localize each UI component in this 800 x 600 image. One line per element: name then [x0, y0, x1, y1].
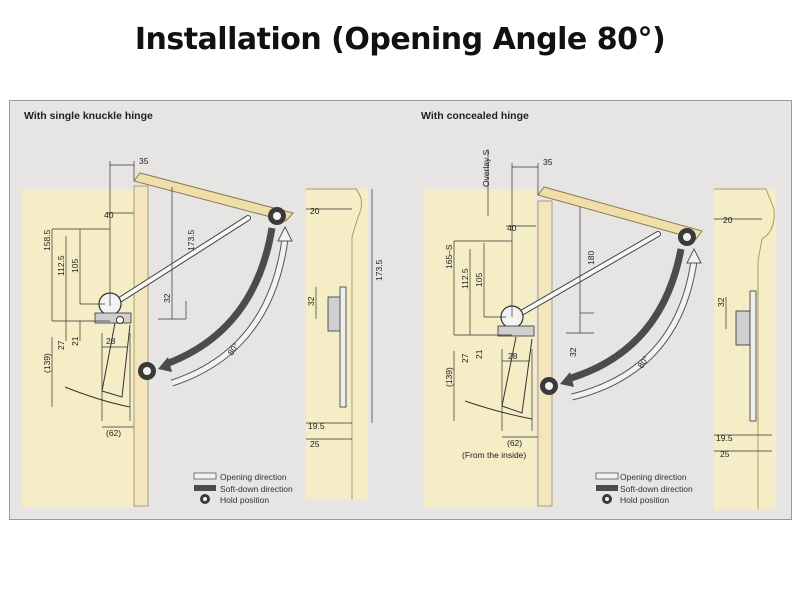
- dim-173-5: 173.5: [186, 229, 196, 251]
- left-section-heading: With single knuckle hinge: [24, 110, 153, 122]
- cabinet-side-panel-right: [424, 189, 536, 507]
- dim-32-right: 32: [568, 347, 578, 357]
- right-side-view: 20 32 19.5 25: [714, 188, 776, 509]
- open-door-right: [537, 186, 703, 240]
- opening-direction-arrow: [171, 238, 288, 386]
- legend-opening-swatch: [193, 472, 217, 480]
- right-main-view: Overlay S 35 40 165–S 112.5 105 27 21 (1…: [424, 149, 703, 507]
- dim-112-5: 112.5: [56, 255, 66, 276]
- side-dim-19-5-right: 19.5: [716, 433, 733, 443]
- side-dim-20-right: 20: [723, 215, 733, 225]
- side-cabinet: [306, 189, 368, 499]
- legend-softdown-swatch: [194, 485, 216, 491]
- opening-direction-arrow-right: [571, 260, 697, 400]
- lift-arm-right: [514, 232, 660, 318]
- dim-165-s: 165–S: [444, 244, 454, 269]
- dim-62-right: (62): [507, 438, 522, 448]
- dim-62: (62): [106, 428, 121, 438]
- from-inside-note: (From the inside): [462, 450, 526, 460]
- side-dim-20: 20: [310, 206, 320, 216]
- dim-21-right: 21: [474, 349, 484, 359]
- installation-drawing: 35 40 158.5 112.5 105 27 21 (139) 28 (62…: [22, 149, 776, 509]
- legend-opening-swatch-right: [595, 472, 619, 480]
- side-dim-32-right: 32: [716, 297, 726, 307]
- dim-32: 32: [162, 293, 172, 303]
- dim-27-right: 27: [460, 353, 470, 363]
- right-section-heading: With concealed hinge: [421, 110, 529, 122]
- dim-27: 27: [56, 340, 66, 350]
- dim-139: (139): [42, 353, 52, 373]
- closed-door: [133, 185, 149, 507]
- dim-180: 180: [586, 251, 596, 265]
- legend: Opening direction Soft-down direction Ho…: [193, 472, 293, 505]
- dim-35-right: 35: [543, 157, 553, 167]
- dim-112-5-right: 112.5: [460, 268, 470, 289]
- legend-right: Opening direction Soft-down direction Ho…: [595, 472, 693, 505]
- side-dim-173-5: 173.5: [374, 259, 384, 281]
- dim-overlay-s: Overlay S: [481, 149, 491, 187]
- dim-139-right: (139): [444, 367, 454, 387]
- legend-softdown-swatch-right: [596, 485, 618, 491]
- legend-hold-label-right: Hold position: [620, 495, 669, 505]
- lift-arm: [116, 216, 250, 303]
- side-dim-32: 32: [306, 296, 316, 306]
- left-side-view: 20 173.5 32 19.5 25: [306, 188, 384, 499]
- cabinet-side-panel: [22, 189, 134, 507]
- legend-softdown-label-right: Soft-down direction: [620, 484, 693, 494]
- dim-105-right: 105: [474, 273, 484, 287]
- page-title: Installation (Opening Angle 80°): [134, 22, 666, 57]
- dim-35: 35: [139, 156, 149, 166]
- legend-opening-label-right: Opening direction: [620, 472, 687, 482]
- dim-28-right: 28: [508, 351, 518, 361]
- legend-opening-label: Opening direction: [220, 472, 287, 482]
- left-main-view: 35 40 158.5 112.5 105 27 21 (139) 28 (62…: [22, 156, 294, 507]
- dim-158-5: 158.5: [42, 229, 52, 251]
- soft-down-arrow: [164, 227, 276, 368]
- dim-21: 21: [70, 336, 80, 346]
- side-dim-25-right: 25: [720, 449, 730, 459]
- side-cabinet-right: [714, 189, 776, 509]
- open-door: [133, 172, 294, 222]
- dim-40: 40: [104, 210, 114, 220]
- closed-door-right: [537, 200, 553, 507]
- legend-softdown-label: Soft-down direction: [220, 484, 293, 494]
- side-hinge-plate-right: [735, 310, 751, 346]
- dim-105: 105: [70, 259, 80, 273]
- side-dim-19-5: 19.5: [308, 421, 325, 431]
- dim-28: 28: [106, 336, 116, 346]
- soft-down-arrow-right: [566, 248, 685, 383]
- side-dim-25: 25: [310, 439, 320, 449]
- dim-40-right: 40: [507, 223, 517, 233]
- diagram-panel: With single knuckle hinge With concealed…: [9, 100, 792, 520]
- legend-hold-label: Hold position: [220, 495, 269, 505]
